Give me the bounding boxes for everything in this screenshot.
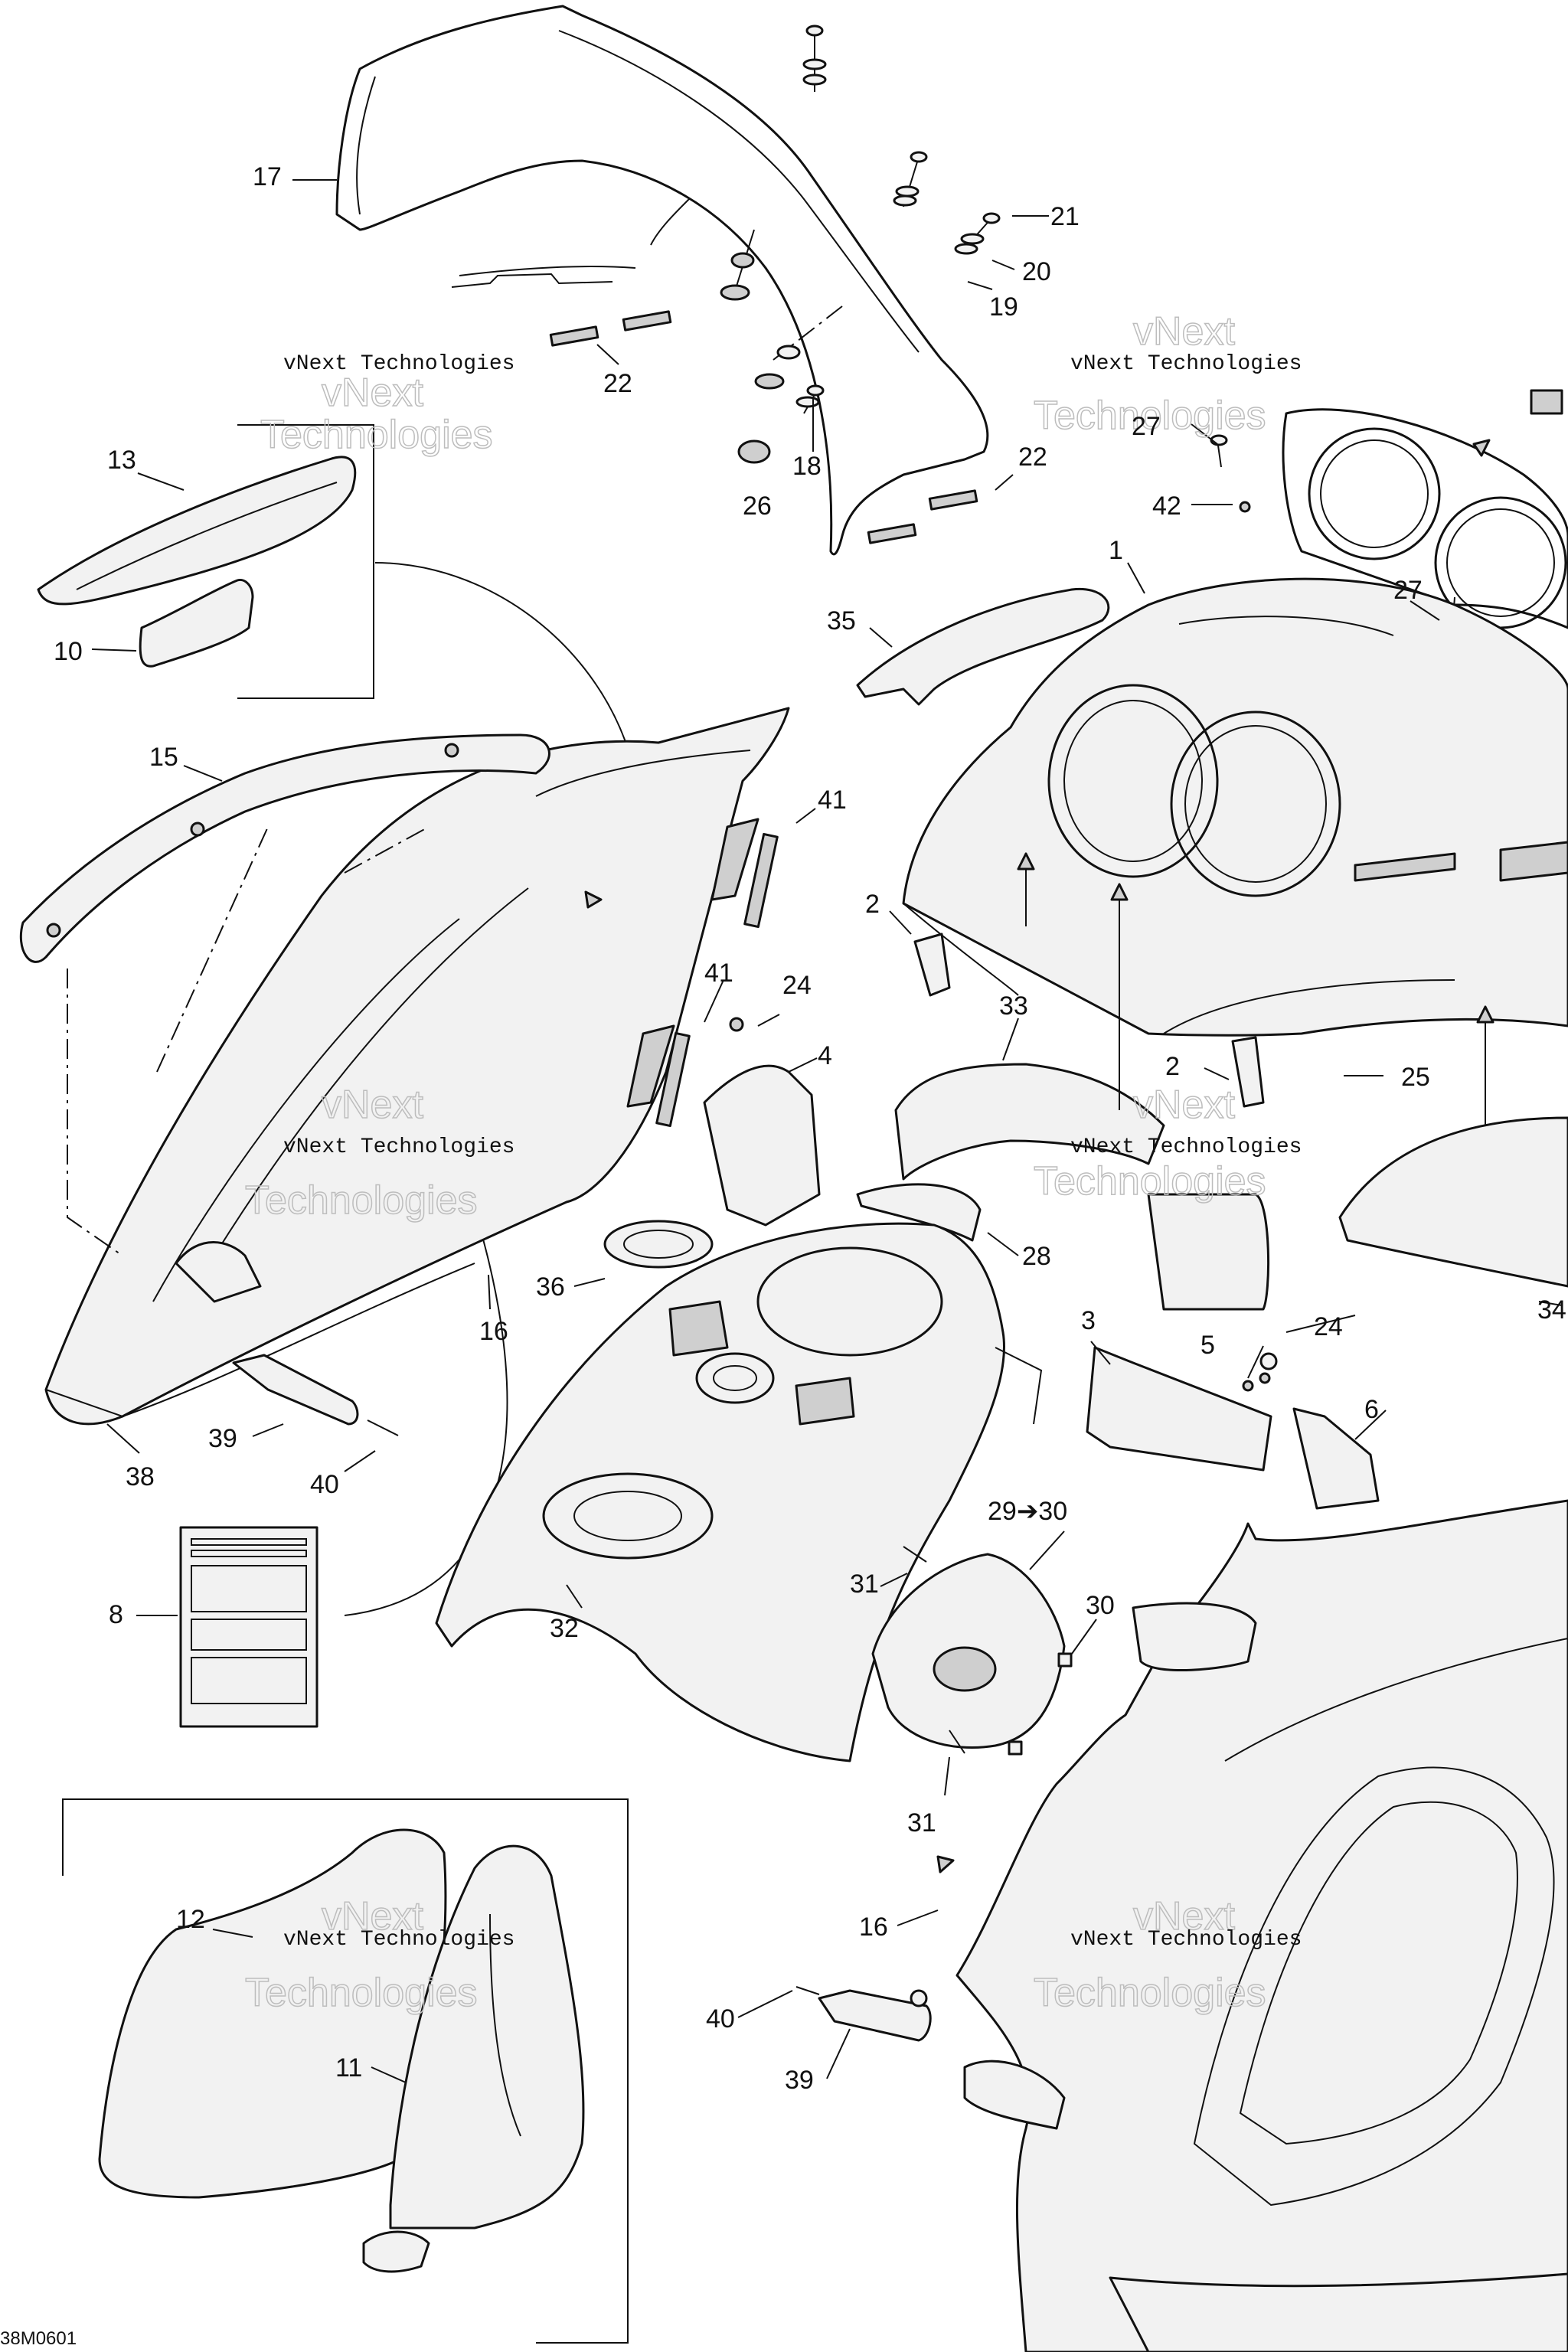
callout-22: 22 [1018, 443, 1047, 472]
callout-35: 35 [827, 606, 856, 635]
dashboard-panel-part-1 [902, 577, 1568, 1037]
callout-16: 16 [859, 1913, 888, 1942]
callout-40: 40 [706, 2004, 735, 2034]
watermark-label: vNext Technologies [1070, 1928, 1302, 1952]
callout-27: 27 [1393, 576, 1423, 605]
callout-33: 33 [999, 991, 1028, 1021]
callout-41: 41 [704, 959, 733, 988]
handle-part-39-lower [795, 1986, 932, 2042]
callout-12: 12 [176, 1905, 205, 1934]
leader-lines [91, 179, 1563, 2083]
callout-11: 11 [335, 2053, 362, 2082]
watermark-group: vNext Technologies vNext Technologies vN… [244, 309, 1302, 2016]
callout-40: 40 [310, 1470, 339, 1499]
reference-arc-lower [344, 1163, 508, 1616]
callout-21: 21 [1050, 202, 1080, 231]
callout-32: 32 [550, 1614, 579, 1643]
callout-labels: 17 21 20 19 22 18 26 22 27 42 27 13 10 1… [54, 162, 1566, 2095]
callout-31: 31 [850, 1570, 879, 1599]
callout-2: 2 [865, 890, 880, 919]
grommet-part-36 [603, 1220, 714, 1269]
windshield-part-17 [335, 5, 989, 556]
trim-strip-part-15 [19, 733, 550, 963]
watermark-label: vNext Technologies [283, 1928, 514, 1952]
watermark-vnext: vNext [1133, 309, 1235, 354]
watermark-vnext: vNext [322, 1894, 423, 1939]
console-part-32 [435, 1222, 1043, 1762]
side-panel-right [956, 1499, 1568, 2352]
assembly-line-left [67, 969, 123, 1256]
callout-10: 10 [54, 637, 83, 666]
bracket-part-4 [703, 1017, 821, 1227]
trim-part-28 [856, 1183, 982, 1242]
cover-part-34 [1338, 1116, 1568, 1288]
trim-part-35 [856, 587, 1110, 706]
assembly-arrows [584, 439, 1494, 1873]
callout-28: 28 [1022, 1242, 1051, 1271]
detail-box-12-11 [62, 1798, 629, 2344]
watermark-technologies: Technologies [1034, 1971, 1266, 2015]
watermark-vnext: vNext [1133, 1894, 1235, 1939]
watermark-technologies: Technologies [1034, 394, 1266, 438]
callout-36: 36 [536, 1272, 565, 1302]
callout-18: 18 [792, 452, 822, 481]
callout-39: 39 [208, 1424, 237, 1453]
handle-part-39-upper [232, 1354, 399, 1436]
strip-part-41 [655, 832, 779, 1128]
callout-19: 19 [989, 292, 1018, 322]
watermark-technologies: Technologies [245, 1178, 478, 1223]
watermark-label: vNext Technologies [283, 352, 514, 376]
watermark-vnext: vNext [322, 1083, 423, 1127]
callout-30: 30 [1086, 1591, 1115, 1620]
watermark-label: vNext Technologies [1070, 1135, 1302, 1159]
callout-29-30: 29➔30 [988, 1497, 1067, 1526]
callout-22: 22 [603, 369, 632, 398]
reference-code: 38M0601 [0, 2328, 77, 2349]
callout-16: 16 [479, 1317, 508, 1346]
callout-38: 38 [126, 1462, 155, 1491]
callout-6: 6 [1364, 1395, 1379, 1424]
callout-25: 25 [1401, 1063, 1430, 1092]
callout-39: 39 [785, 2066, 814, 2095]
watermark-label: vNext Technologies [283, 1135, 514, 1159]
callout-2: 2 [1165, 1052, 1180, 1081]
bracket-part-2 [913, 933, 1265, 1108]
callout-41: 41 [818, 786, 847, 815]
assembly-line-15 [156, 826, 269, 1073]
callout-42: 42 [1152, 492, 1181, 521]
windshield-fasteners [720, 24, 1001, 464]
callout-15: 15 [149, 743, 178, 772]
callout-31: 31 [907, 1808, 936, 1838]
callout-34: 34 [1537, 1295, 1566, 1325]
callout-1: 1 [1109, 536, 1123, 565]
callout-8: 8 [109, 1600, 123, 1629]
watermark-vnext: vNext [322, 371, 423, 415]
callout-26: 26 [743, 492, 772, 521]
watermark-technologies: Technologies [245, 1971, 478, 2015]
decal-part-8 [179, 1526, 318, 1728]
watermark-technologies: Technologies [1034, 1159, 1266, 1204]
watermark-label: vNext Technologies [1070, 352, 1302, 376]
callout-24: 24 [782, 971, 812, 1000]
watermark-vnext: vNext [1133, 1083, 1235, 1127]
detail-box-13-10 [37, 424, 374, 699]
brackets-part-3-5-6 [1086, 1346, 1380, 1510]
callout-20: 20 [1022, 257, 1051, 286]
callout-27: 27 [1132, 412, 1161, 441]
callout-3: 3 [1081, 1306, 1096, 1335]
panel-part-33 [894, 1063, 1270, 1311]
cover-part-29 [871, 1546, 1073, 1756]
watermark-technologies: Technologies [260, 413, 493, 457]
callout-17: 17 [253, 162, 282, 191]
assembly-line-38 [344, 826, 430, 874]
callout-4: 4 [818, 1041, 832, 1070]
callout-13: 13 [107, 446, 136, 475]
side-panel-left-part-38 [44, 707, 790, 1426]
clips-part-22 [549, 310, 978, 544]
callout-24: 24 [1314, 1312, 1343, 1341]
callout-5: 5 [1200, 1331, 1215, 1360]
